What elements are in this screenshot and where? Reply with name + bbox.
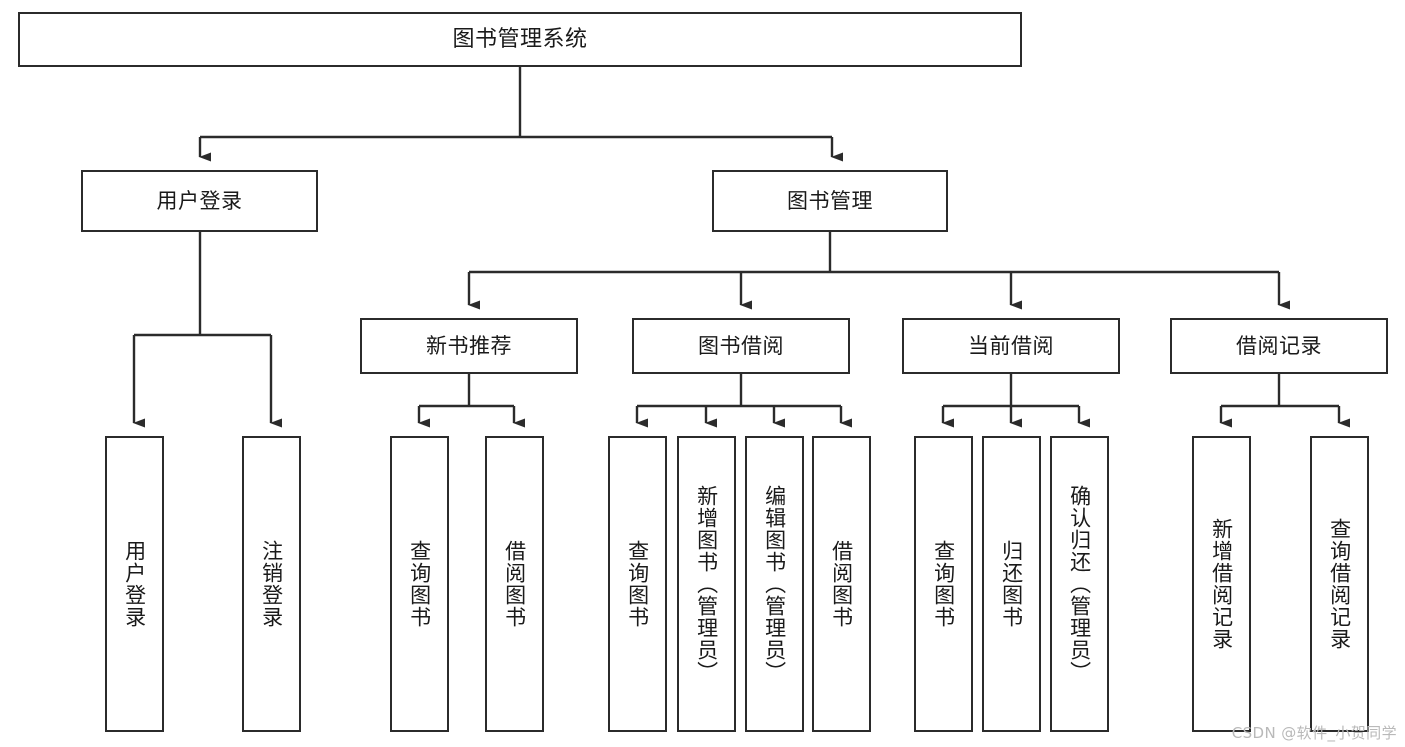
leaf-recommend-borrow-book[interactable]: 借阅图书 bbox=[485, 436, 544, 732]
node-current-borrow[interactable]: 当前借阅 bbox=[902, 318, 1120, 374]
leaf-record-add-record[interactable]: 新增借阅记录 bbox=[1192, 436, 1251, 732]
node-label: 图书管理系统 bbox=[452, 26, 588, 52]
leaf-record-query-record[interactable]: 查询借阅记录 bbox=[1310, 436, 1369, 732]
node-user-login[interactable]: 用户登录 bbox=[81, 170, 318, 232]
node-label: 图书借阅 bbox=[698, 333, 784, 358]
leaf-user-login-login[interactable]: 用户登录 bbox=[105, 436, 164, 732]
node-label: 借阅记录 bbox=[1236, 333, 1322, 358]
leaf-recommend-query-book[interactable]: 查询图书 bbox=[390, 436, 449, 732]
node-label: 归还图书 bbox=[999, 540, 1024, 628]
node-label: 确认归还（管理员） bbox=[1067, 485, 1092, 683]
node-borrow-record[interactable]: 借阅记录 bbox=[1170, 318, 1388, 374]
leaf-current-return-book[interactable]: 归还图书 bbox=[982, 436, 1041, 732]
leaf-borrow-query-book[interactable]: 查询图书 bbox=[608, 436, 667, 732]
node-label: 用户登录 bbox=[156, 188, 243, 213]
node-book-management[interactable]: 图书管理 bbox=[712, 170, 948, 232]
node-root-system[interactable]: 图书管理系统 bbox=[18, 12, 1022, 67]
node-new-book-recommend[interactable]: 新书推荐 bbox=[360, 318, 578, 374]
leaf-borrow-add-book-admin[interactable]: 新增图书（管理员） bbox=[677, 436, 736, 732]
csdn-watermark: CSDN @软件_小贺同学 bbox=[1231, 724, 1397, 742]
node-label: 查询图书 bbox=[931, 540, 956, 628]
node-book-borrow[interactable]: 图书借阅 bbox=[632, 318, 850, 374]
node-label: 借阅图书 bbox=[829, 540, 854, 628]
node-label: 图书管理 bbox=[787, 188, 873, 213]
leaf-borrow-borrow-book[interactable]: 借阅图书 bbox=[812, 436, 871, 732]
node-label: 查询借阅记录 bbox=[1327, 518, 1352, 650]
leaf-user-login-logout[interactable]: 注销登录 bbox=[242, 436, 301, 732]
node-label: 新增图书（管理员） bbox=[694, 485, 719, 683]
leaf-current-query-book[interactable]: 查询图书 bbox=[914, 436, 973, 732]
node-label: 查询图书 bbox=[625, 540, 650, 628]
node-label: 查询图书 bbox=[407, 540, 432, 628]
node-label: 注销登录 bbox=[259, 540, 284, 628]
node-label: 用户登录 bbox=[122, 540, 147, 628]
leaf-borrow-edit-book-admin[interactable]: 编辑图书（管理员） bbox=[745, 436, 804, 732]
node-label: 编辑图书（管理员） bbox=[762, 485, 787, 683]
node-label: 借阅图书 bbox=[502, 540, 527, 628]
leaf-current-confirm-return-admin[interactable]: 确认归还（管理员） bbox=[1050, 436, 1109, 732]
node-label: 新书推荐 bbox=[426, 333, 512, 358]
node-label: 新增借阅记录 bbox=[1209, 518, 1234, 650]
node-label: 当前借阅 bbox=[968, 333, 1054, 358]
